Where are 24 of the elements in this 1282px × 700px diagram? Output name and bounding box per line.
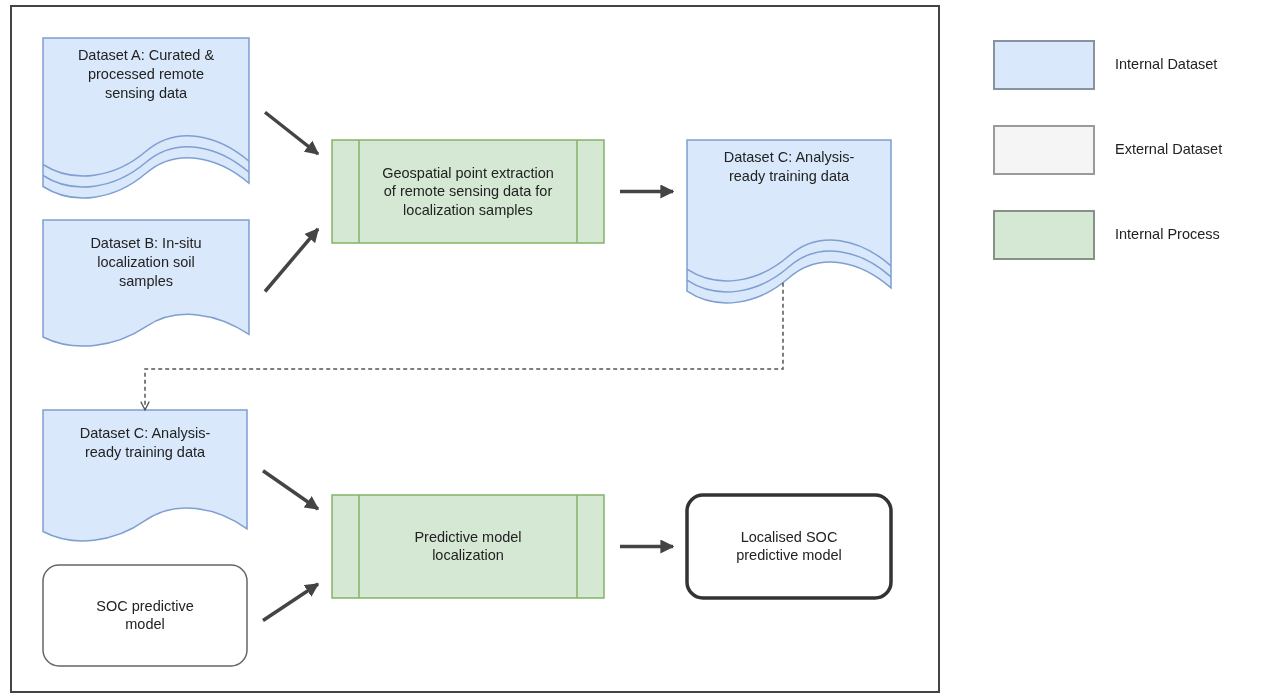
dashed-arrow <box>140 282 784 411</box>
rounded-box <box>687 495 891 598</box>
node-label: Geospatial point extraction of remote sensing data for localization samples <box>381 163 555 220</box>
node-label: Dataset C: Analysis-ready training data <box>722 148 856 186</box>
rounded-box <box>43 565 247 666</box>
node-label: Dataset B: In-situ localization soil samples <box>89 234 203 291</box>
legend-label: Internal Process <box>1115 226 1220 242</box>
node-label: Dataset A: Curated & processed remote sensing data <box>76 46 216 103</box>
arrow <box>262 582 320 622</box>
node-label: Localised SOC predictive model <box>735 527 843 566</box>
arrow <box>262 469 320 511</box>
arrow <box>620 539 675 554</box>
arrow <box>620 184 675 199</box>
node-label: SOC predictive model <box>95 596 195 635</box>
node-label: Dataset C: Analysis-ready training data <box>78 424 212 462</box>
document-shape <box>43 410 247 545</box>
process-box <box>332 495 604 598</box>
process-box <box>332 140 604 243</box>
legend-label: External Dataset <box>1115 141 1223 157</box>
legend-label: Internal Dataset <box>1115 56 1218 72</box>
arrow <box>263 110 320 156</box>
node-label: Predictive model localization <box>413 527 523 566</box>
document-shape <box>43 220 249 350</box>
arrow <box>263 227 320 293</box>
